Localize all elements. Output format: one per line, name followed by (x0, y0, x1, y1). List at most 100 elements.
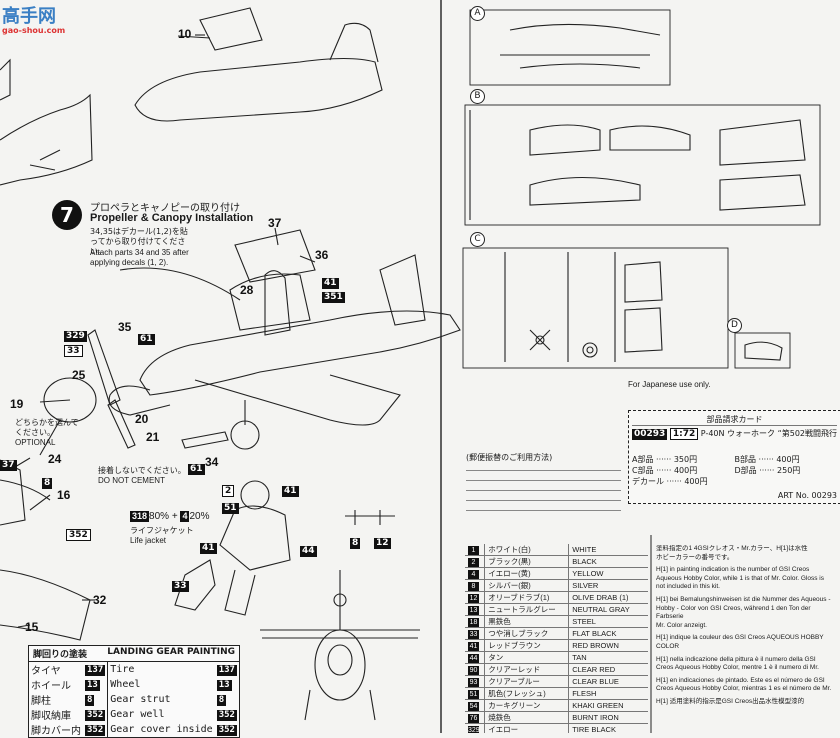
pilot-body (219, 505, 291, 571)
note-line: 塗料指定の1 4GSIクレオス・Mr.カラー、H[1]は水性 (656, 545, 808, 552)
color-code-box: 61 (188, 464, 205, 475)
note-line: not included in this kit. (656, 583, 720, 591)
color-name-en: BLACK (568, 555, 648, 568)
gear-part-jp: 脚収納庫 (31, 711, 71, 722)
canopy-part-10 (199, 7, 263, 51)
note-line: H[1] 适用塗料的指示是GSI Creos出品水性模型漆的 (656, 697, 805, 705)
price-value: 400円 (673, 466, 698, 475)
color-code-box: 4 (180, 511, 190, 522)
color-code-cell: 54 (465, 699, 486, 712)
color-name-en: FLAT BLACK (568, 627, 648, 640)
color-code-box: 41 (322, 278, 339, 289)
color-code-box: 352 (216, 709, 237, 721)
mail-order-text-lines (466, 465, 621, 520)
color-name-en: NEUTRAL GRAY (568, 603, 648, 616)
parts-order-title: 部品請求カード (632, 414, 837, 426)
prop-blade-top (87, 329, 121, 406)
mail-order-title: (郵便振替のご利用方法) (466, 453, 553, 462)
product-code: 00293 (632, 429, 668, 440)
color-code-cell: 51 (465, 687, 486, 700)
color-code-cell: 93 (465, 675, 486, 688)
wing-tail-fragment (0, 93, 93, 186)
note-line: H[1] en indicaciones de pintado. Este es… (656, 676, 825, 684)
color-code-box: 13 (85, 679, 100, 691)
color-code-cell: 18 (465, 615, 486, 628)
gear-part-jp: タイヤ (31, 666, 61, 677)
gear-code-en: 137 (215, 662, 239, 677)
note-line: Mr. Color anzeigt. (656, 621, 707, 629)
color-name-en: FLESH (568, 687, 648, 700)
price-label: C部品 (632, 466, 654, 475)
landing-gear-title-en: LANDING GEAR PAINTING (107, 647, 235, 657)
color-name-jp: カーキグリーン (484, 699, 570, 712)
color-code-cell: 329 (465, 723, 486, 733)
note-line: Aqueous Hobby Color, while 1 is that of … (656, 574, 824, 582)
color-name-en: TAN (568, 651, 648, 664)
part-number: 10 (178, 27, 192, 41)
lifejacket-jp: ライフジャケット (130, 526, 194, 535)
color-code-box: 352 (85, 724, 106, 736)
price-label: B部品 (734, 455, 757, 464)
gear-code-en: 13 (215, 677, 239, 692)
lifejacket-en: Life jacket (130, 536, 167, 545)
gear-part-jp: 脚柱 (31, 696, 51, 707)
runner-label-a: A (470, 6, 485, 21)
optional-note-en: OPTIONAL (15, 438, 56, 447)
note-line: H[1] indique la couleur des GSI Creos AQ… (656, 634, 824, 650)
color-code-box: 8 (216, 694, 227, 706)
step-note-en: Attach parts 34 and 35 after applying de… (90, 248, 189, 267)
color-code-box: 352 (85, 709, 106, 721)
part-number: 28 (240, 283, 254, 297)
runner-a-frame (469, 9, 671, 86)
color-code-box: 51 (222, 503, 239, 514)
color-name-en: STEEL (568, 615, 648, 628)
gear-code-en: 8 (215, 692, 239, 707)
part-number: 36 (315, 248, 329, 262)
multilingual-notes: 塗料指定の1 4GSIクレオス・Mr.カラー、H[1]は水性ホビーカラーの番号で… (656, 545, 838, 733)
color-name-en: SILVER (568, 579, 648, 592)
tail-fin (379, 254, 426, 326)
price-value: 350円 (673, 455, 698, 464)
color-code-cell: 1 (465, 544, 486, 556)
gear-part-en: Wheel (107, 677, 215, 692)
color-name-en: WHITE (568, 544, 648, 556)
gear-code-jp: 137 (83, 662, 108, 677)
gear-code-en: 352 (215, 722, 239, 737)
color-name-jp: 焼鉄色 (484, 711, 570, 724)
price-item: A部品 ······ 350円 (632, 455, 698, 464)
color-code-box: 13 (468, 605, 479, 615)
color-code-box: 329 (64, 331, 87, 342)
color-code-cell: 4 (465, 567, 486, 580)
gear-part-en: Gear cover inside (107, 722, 215, 737)
color-code-box: 1 (468, 545, 479, 555)
color-code-box: 12 (468, 593, 479, 603)
color-code-box: 137 (216, 664, 237, 676)
optional-note-jp: どちらかを選んでください。 (15, 418, 79, 437)
color-name-jp: つや消しブラック (484, 627, 570, 640)
color-name-jp: 肌色(フレッシュ) (484, 687, 570, 700)
color-code-box: 8 (85, 694, 95, 706)
part-number: 21 (146, 430, 160, 444)
price-value: 400円 (684, 477, 708, 486)
wing-left (194, 374, 401, 426)
color-name-en: KHAKI GREEN (568, 699, 648, 712)
color-code-cell: 13 (465, 603, 486, 616)
runner-d-frame (734, 332, 791, 369)
color-code-box: 33 (172, 581, 189, 592)
color-name-jp: イエロー (484, 723, 570, 733)
note-line: H[1] nella indicazione della pittura è i… (656, 655, 816, 663)
